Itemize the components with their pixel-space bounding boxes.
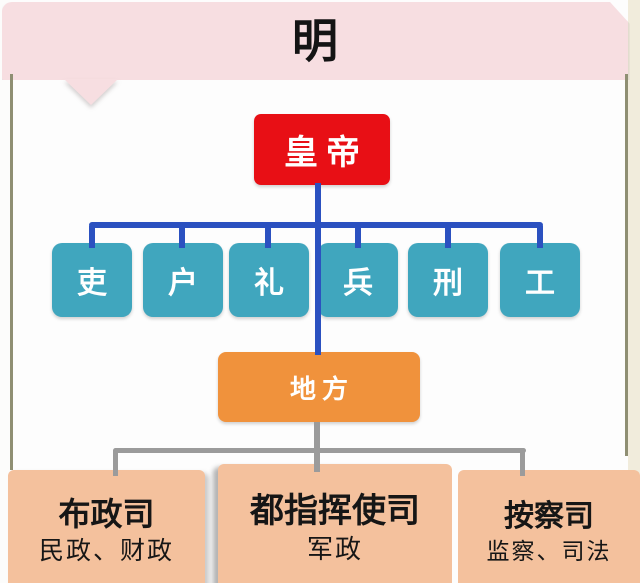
connector-stub-li2: [265, 226, 271, 248]
right-margin-strip: [628, 0, 640, 583]
frame-line-right: [625, 74, 628, 456]
frame-line-left: [10, 74, 13, 470]
node-ministry-hu: 户: [143, 243, 223, 317]
node-ministry-gong: 工: [500, 243, 580, 317]
connector-local-agencies: [314, 422, 320, 472]
node-local: 地方: [218, 352, 420, 422]
node-ministry-bing: 兵: [318, 243, 398, 317]
connector-stub-bing: [355, 226, 361, 248]
connector-emperor-local: [315, 183, 321, 355]
node-agency-anchasi: 按察司 监察、司法: [458, 470, 640, 583]
connector-stub-buzhengsi: [113, 450, 118, 476]
connector-stub-hu: [179, 226, 185, 248]
agency-subtitle: 监察、司法: [486, 538, 612, 565]
connector-stub-anchasi: [520, 450, 525, 476]
dynasty-title: 明: [292, 14, 338, 68]
agency-subtitle: 民政、财政: [38, 535, 174, 565]
banner-notch: [64, 79, 118, 105]
node-ministry-li2: 礼: [229, 243, 309, 317]
connector-ministries-rail: [89, 222, 543, 228]
left-margin-strip: [0, 0, 10, 583]
connector-stub-xing: [445, 226, 451, 248]
connector-agencies-rail: [113, 448, 526, 453]
connector-stub-li: [89, 226, 95, 248]
dynasty-banner: 明: [2, 2, 628, 80]
agency-title: 按察司: [504, 499, 594, 534]
node-emperor: 皇帝: [254, 114, 390, 185]
agency-title: 都指挥使司: [250, 491, 420, 531]
node-agency-duzhihuishisi: 都指挥使司 军政: [218, 464, 452, 583]
connector-stub-gong: [537, 226, 543, 248]
node-ministry-li: 吏: [52, 243, 132, 317]
node-agency-buzhengsi: 布政司 民政、财政: [8, 470, 205, 583]
agency-title: 布政司: [58, 495, 155, 533]
agency-subtitle: 军政: [306, 535, 363, 566]
node-ministry-xing: 刑: [408, 243, 488, 317]
